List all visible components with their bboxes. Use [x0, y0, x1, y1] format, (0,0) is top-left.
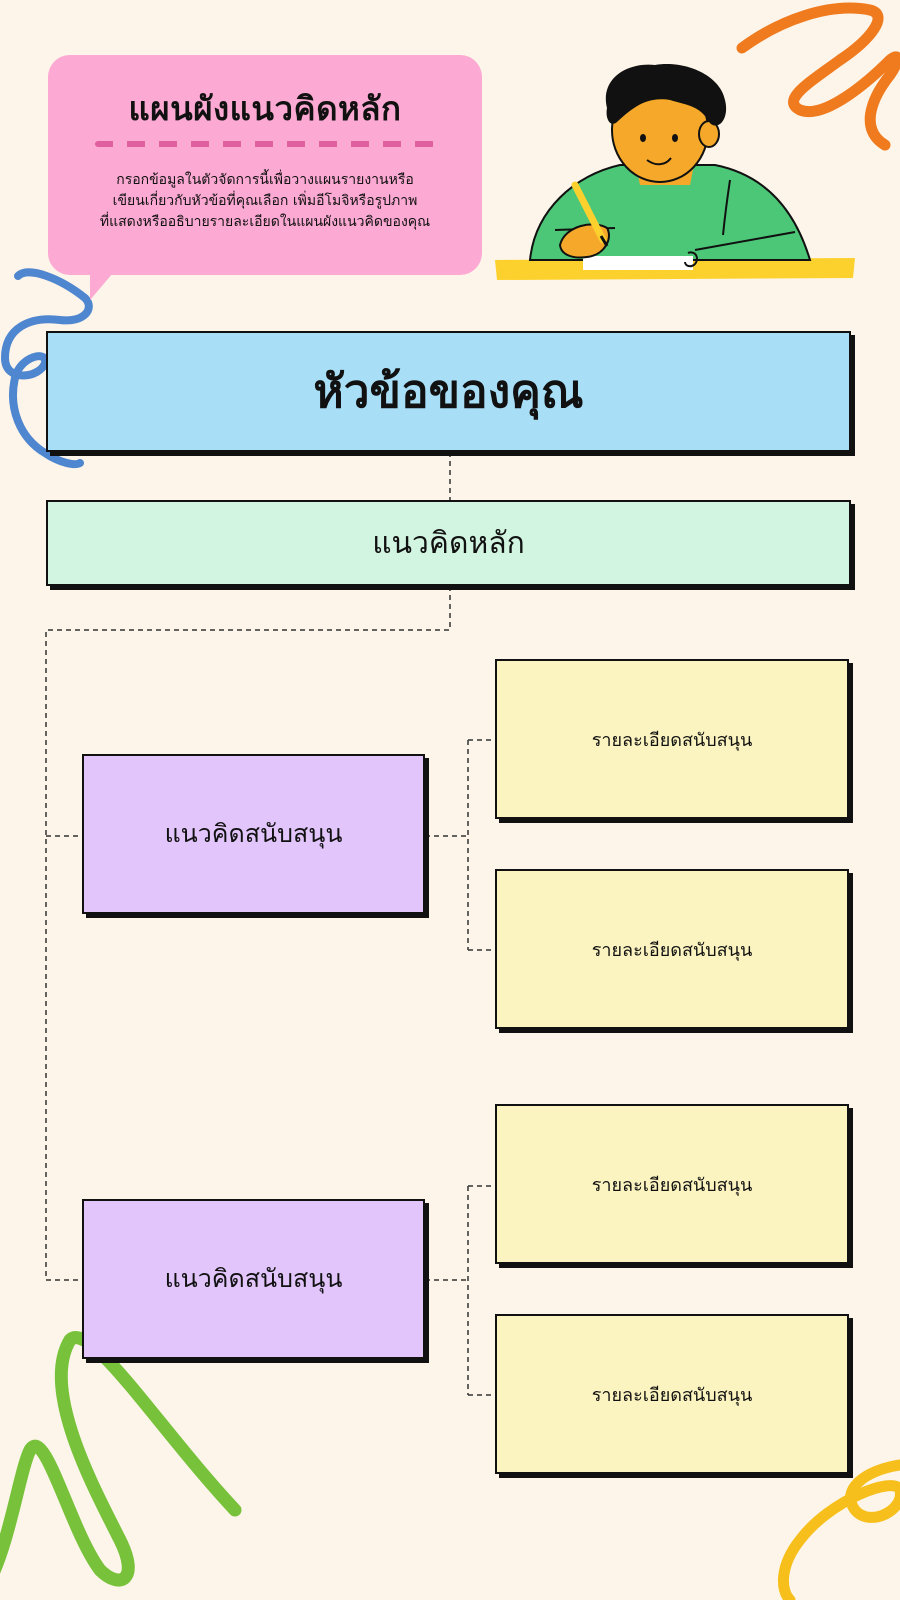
student-writing-illustration [495, 64, 855, 280]
orange-scribble-icon [736, 2, 900, 151]
page-title: แผนผังแนวคิดหลัก [128, 89, 402, 128]
supporting-detail-box[interactable]: รายละเอียดสนับสนุน [495, 659, 849, 819]
main-idea-label: แนวคิดหลัก [372, 525, 525, 561]
topic-label: หัวข้อของคุณ [313, 364, 584, 418]
blue-scribble-icon [0, 268, 93, 469]
supporting-detail-box[interactable]: รายละเอียดสนับสนุน [495, 869, 849, 1029]
description-line: เขียนเกี่ยวกับหัวข้อที่คุณเลือก เพิ่มอีโ… [112, 193, 418, 209]
supporting-detail-label: รายละเอียดสนับสนุน [591, 1384, 753, 1406]
supporting-detail-label: รายละเอียดสนับสนุน [591, 1174, 753, 1196]
main-idea-box[interactable]: แนวคิดหลัก [46, 500, 851, 586]
supporting-detail-box[interactable]: รายละเอียดสนับสนุน [495, 1314, 849, 1474]
supporting-detail-label: รายละเอียดสนับสนุน [591, 939, 753, 961]
supporting-idea-label: แนวคิดสนับสนุน [164, 1264, 343, 1293]
page-description: กรอกข้อมูลในตัวจัดการนี้เพื่อวางแผนรายงา… [70, 170, 460, 233]
description-line: ที่แสดงหรืออธิบายรายละเอียดในแผนผังแนวคิ… [99, 214, 431, 230]
description-line: กรอกข้อมูลในตัวจัดการนี้เพื่อวางแผนรายงา… [116, 172, 414, 188]
topic-box[interactable]: หัวข้อของคุณ [46, 331, 851, 452]
supporting-detail-box[interactable]: รายละเอียดสนับสนุน [495, 1104, 849, 1264]
header-bubble [48, 55, 482, 275]
title-divider [95, 141, 435, 147]
supporting-idea-label: แนวคิดสนับสนุน [164, 819, 343, 848]
bubble-tail [90, 260, 124, 300]
supporting-idea-box[interactable]: แนวคิดสนับสนุน [82, 754, 425, 914]
supporting-detail-label: รายละเอียดสนับสนุน [591, 729, 753, 751]
supporting-idea-box[interactable]: แนวคิดสนับสนุน [82, 1199, 425, 1359]
